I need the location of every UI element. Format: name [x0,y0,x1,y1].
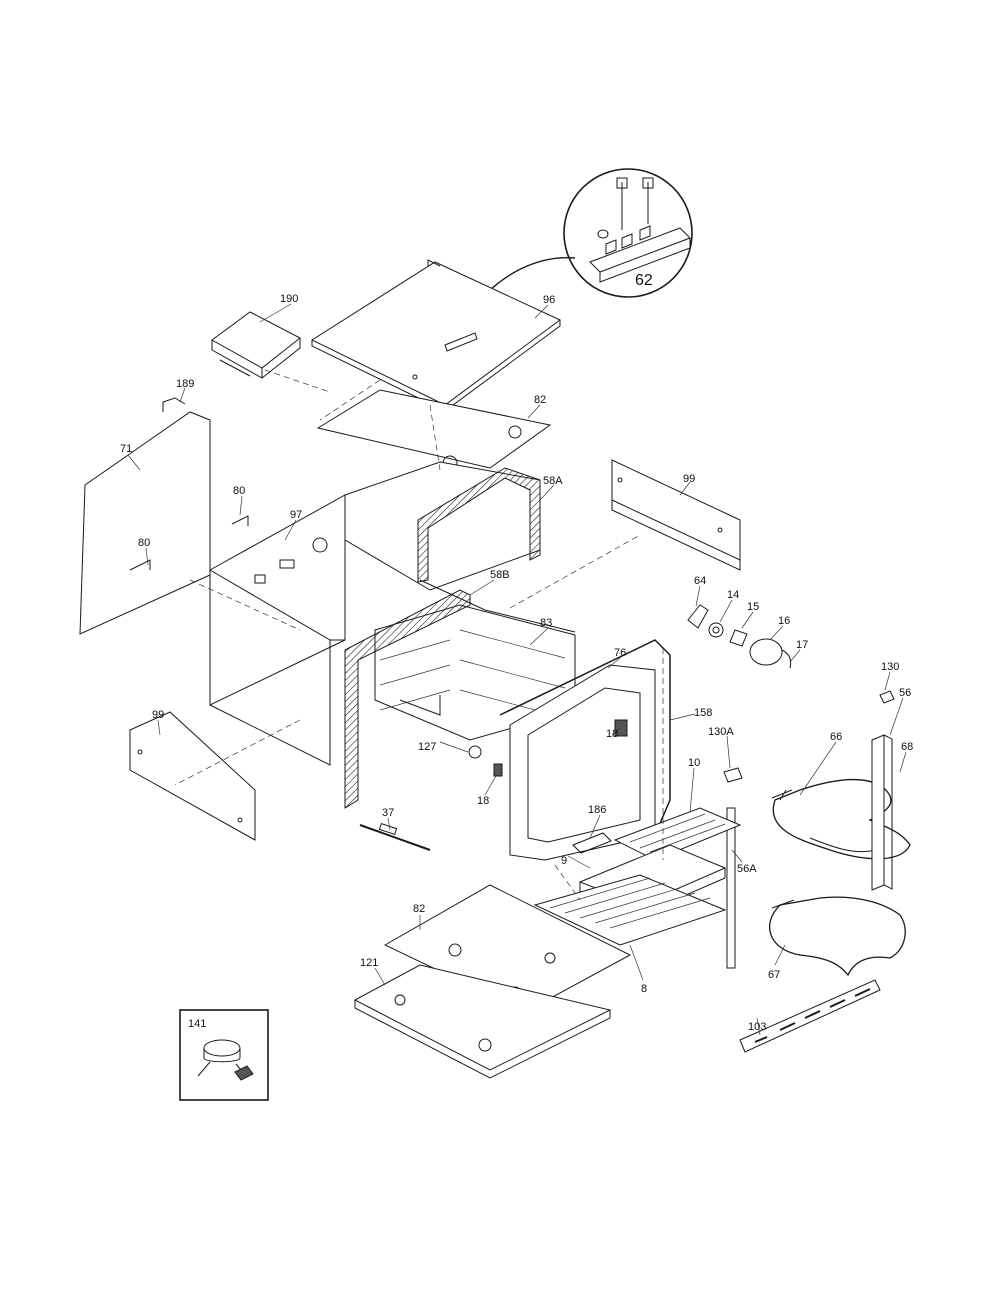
part-label-8: 8 [641,983,647,995]
broil-element-66 [771,778,911,860]
part-label-71: 71 [120,443,132,455]
part-label-96: 96 [543,294,555,306]
part-label-64: 64 [694,575,706,587]
gasket-58b [344,589,471,809]
part-label-68: 68 [901,741,913,753]
part-label-62: 62 [635,272,653,289]
part-label-58b: 58B [490,569,510,581]
part-label-58a: 58A [543,475,563,487]
part-label-190: 190 [280,293,298,305]
part-label-76: 76 [614,647,626,659]
bottom-panel-121 [353,964,612,1079]
side-panel-71 [79,397,211,635]
part-label-99-upper: 99 [683,473,695,485]
part-label-67: 67 [768,969,780,981]
part-label-82-bottom: 82 [413,903,425,915]
part-number-labels: 62 190 96 189 82 71 80 97 58A 99 80 58B … [120,272,913,1033]
part-label-14: 14 [727,589,739,601]
hinge-18 [493,763,503,777]
oven-rack-8 [533,874,727,946]
part-label-80-lower: 80 [138,537,150,549]
clip-130-and-130a [723,690,895,783]
terminal-block-detail-inset [490,168,693,297]
part-label-97: 97 [290,509,302,521]
part-label-99-lower: 99 [152,709,164,721]
bake-element-67 [769,896,906,977]
thermostat-141-inset [179,1009,269,1101]
part-label-83: 83 [540,617,552,629]
bracket-190 [211,311,301,379]
back-panel-97 [209,494,346,766]
sensor-37 [359,823,431,851]
side-trim-99-top [611,459,741,571]
part-label-103: 103 [748,1021,766,1033]
exploded-view-guide-lines [174,369,664,901]
element-bracket-56a [726,807,736,969]
broil-pan-insert-10 [613,807,742,861]
part-label-127: 127 [418,741,436,753]
part-label-18-upper: 18 [606,728,618,740]
part-label-158: 158 [694,707,712,719]
part-label-80-upper: 80 [233,485,245,497]
part-label-16: 16 [778,615,790,627]
part-label-9: 9 [561,855,567,867]
top-panel-96 [310,259,561,412]
part-label-56: 56 [899,687,911,699]
part-label-121: 121 [360,957,378,969]
part-label-66: 66 [830,731,842,743]
part-label-56a: 56A [737,863,757,875]
part-label-17: 17 [796,639,808,651]
part-label-130: 130 [881,661,899,673]
trim-strip-103 [739,979,881,1053]
part-label-186: 186 [588,804,606,816]
part-label-189: 189 [176,378,194,390]
frame-158 [499,639,671,836]
part-label-141: 141 [188,1018,206,1030]
convection-fan-assembly [687,604,792,669]
part-label-10: 10 [688,757,700,769]
leader-lines [127,303,907,1036]
light-127 [468,745,482,759]
part-label-15: 15 [747,601,759,613]
part-label-18-lower: 18 [477,795,489,807]
part-label-82-top: 82 [534,394,546,406]
part-label-130a: 130A [708,726,734,738]
gasket-58a [417,467,541,583]
front-frame-76 [509,664,656,861]
part-label-37: 37 [382,807,394,819]
element-bracket-56 [871,734,893,891]
bracket-186 [572,832,612,854]
